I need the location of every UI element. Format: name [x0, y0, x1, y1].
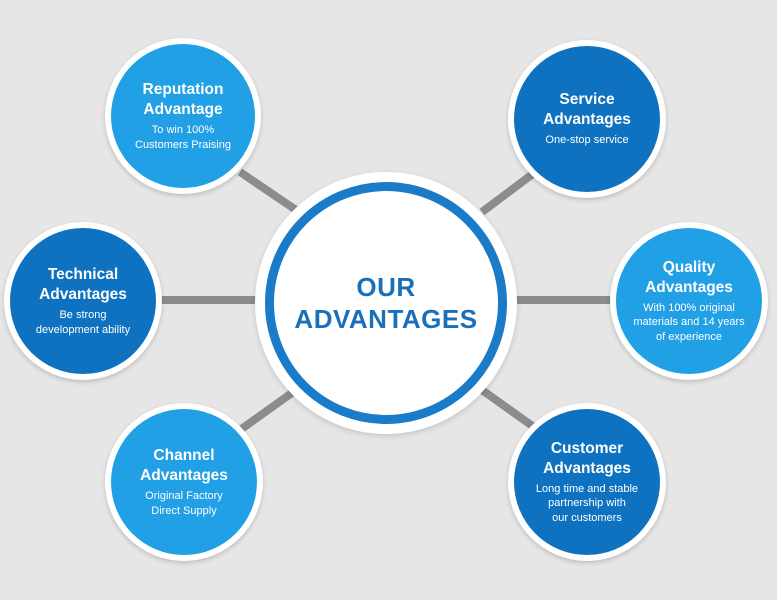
node-title: Advantages	[543, 459, 631, 477]
node-title: Customer	[550, 439, 624, 457]
description-line: materials and 14 years	[633, 316, 745, 329]
node-title: Advantage	[143, 101, 223, 118]
description-line: With 100% original	[643, 301, 735, 314]
node-title: Advantages	[645, 278, 733, 296]
description-line: One-stop service	[545, 134, 629, 147]
node-title: Advantages	[39, 286, 127, 303]
center-title-line: ADVANTAGES	[294, 304, 478, 334]
node-customer: Customer Advantages Long time and stable…	[508, 403, 666, 561]
node-reputation-circle: Reputation Advantage To win 100% Custome…	[111, 44, 255, 188]
node-title: Quality	[662, 258, 716, 276]
node-quality-circle: Quality Advantages With 100% original ma…	[616, 228, 762, 374]
node-title: Reputation	[142, 81, 224, 98]
node-description: Original Factory Direct Supply	[145, 489, 223, 518]
center-title-line: OUR	[356, 272, 416, 302]
connector-customer	[479, 386, 541, 434]
node-title: Service	[559, 91, 615, 109]
node-quality: Quality Advantages With 100% original ma…	[610, 222, 768, 380]
connector-channel	[237, 386, 299, 434]
center-ring: OUR ADVANTAGES	[265, 182, 507, 424]
node-description: Long time and stable partnership with ou…	[536, 482, 638, 526]
node-service-circle: Service Advantages One-stop service	[514, 46, 660, 192]
description-line: our customers	[552, 511, 622, 524]
connector-reputation	[237, 168, 299, 214]
node-service: Service Advantages One-stop service	[508, 40, 666, 198]
node-reputation: Reputation Advantage To win 100% Custome…	[105, 38, 261, 194]
description-line: partnership with	[548, 497, 626, 510]
node-technical-circle: Technical Advantages Be strong developme…	[10, 228, 156, 374]
description-line: Be strong	[59, 309, 107, 321]
node-description: One-stop service	[545, 133, 628, 148]
node-description: Be strong development ability	[36, 308, 130, 337]
description-line: Customers Praising	[135, 138, 231, 151]
node-description: With 100% original materials and 14 year…	[633, 301, 744, 345]
node-description: To win 100% Customers Praising	[135, 123, 231, 152]
node-title: Advantages	[543, 111, 631, 129]
connector-service	[479, 166, 541, 216]
center-hub: OUR ADVANTAGES	[255, 172, 517, 434]
description-line: Long time and stable	[535, 482, 639, 495]
node-technical: Technical Advantages Be strong developme…	[4, 222, 162, 380]
node-channel: Channel Advantages Original Factory Dire…	[105, 403, 263, 561]
node-title: Advantages	[140, 467, 228, 484]
description-line: Original Factory	[145, 490, 223, 502]
description-line: development ability	[35, 323, 131, 336]
node-customer-circle: Customer Advantages Long time and stable…	[514, 409, 660, 555]
description-line: Direct Supply	[151, 504, 217, 517]
description-line: To win 100%	[151, 124, 215, 136]
description-line: of experience	[655, 330, 723, 343]
node-title: Channel	[153, 447, 215, 464]
node-title: Technical	[47, 266, 119, 283]
node-channel-circle: Channel Advantages Original Factory Dire…	[111, 409, 257, 555]
